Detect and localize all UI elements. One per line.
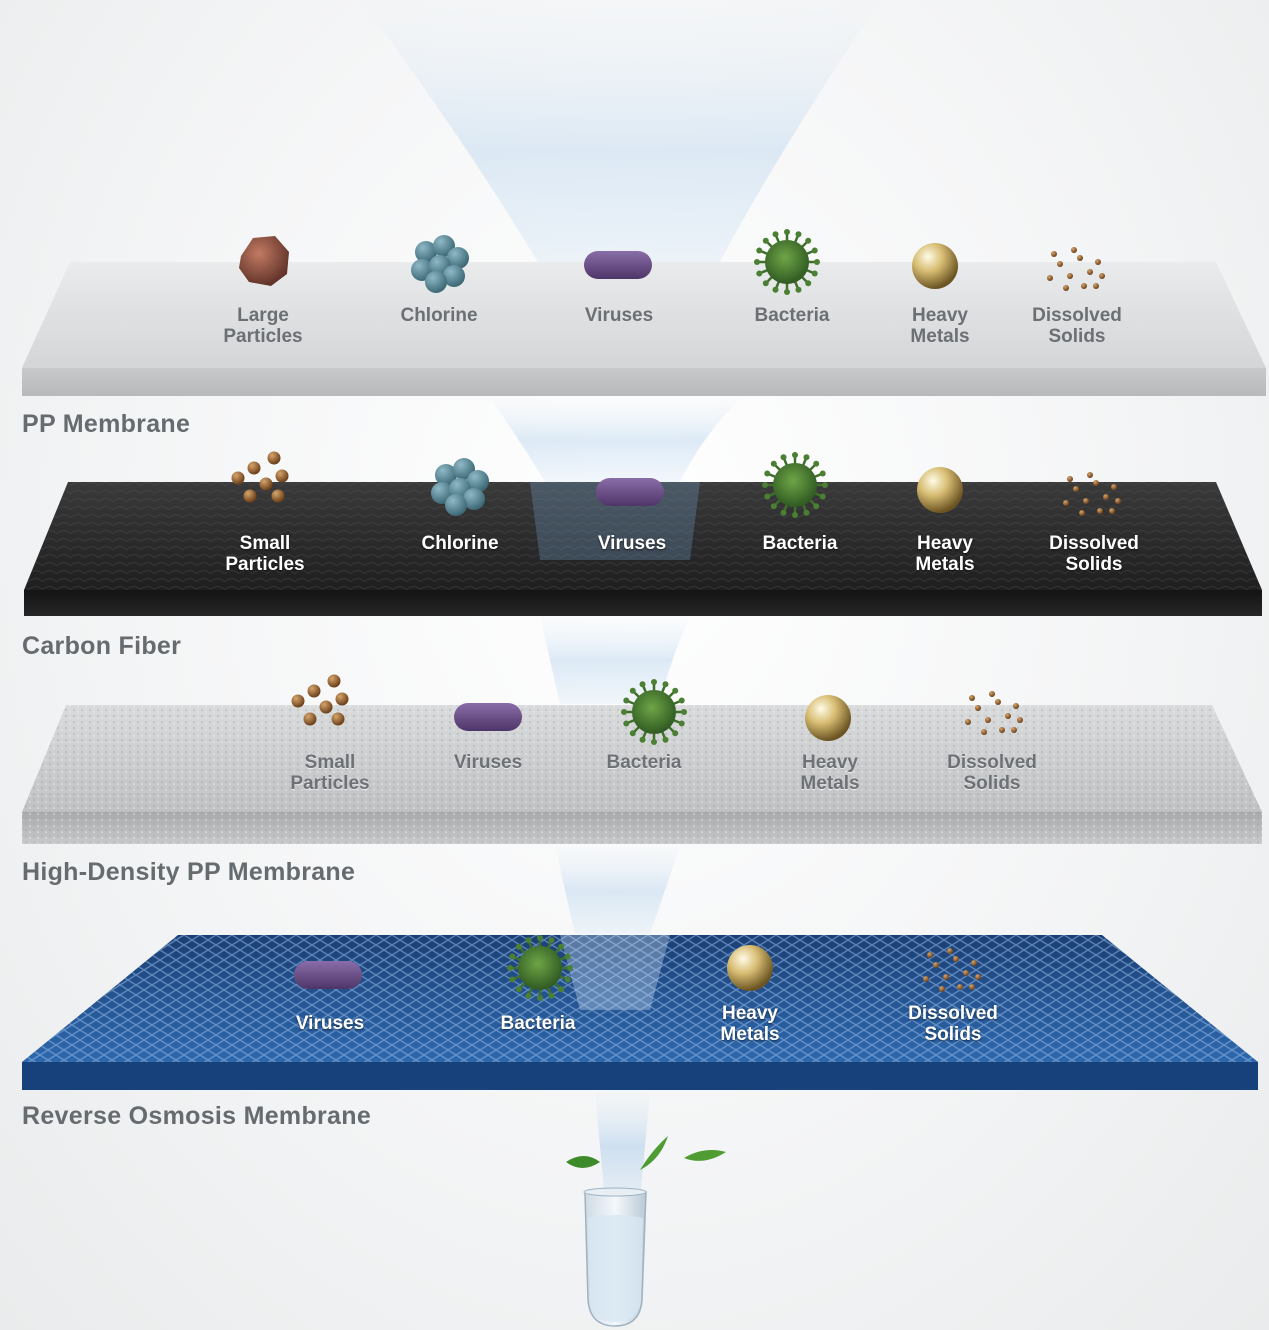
- label-small-particles: Small Particles: [290, 752, 370, 794]
- large-particle-icon: [239, 236, 289, 286]
- chlorine-icon: [411, 235, 469, 293]
- label-dissolved-solids: Dissolved Solids: [908, 1003, 998, 1045]
- label-viruses: Viruses: [584, 305, 654, 326]
- virus-icon: [294, 961, 362, 989]
- heavy-metal-icon: [917, 467, 963, 513]
- water-stream-3: [555, 846, 680, 934]
- label-bacteria: Bacteria: [500, 1013, 576, 1034]
- label-small-particles: Small Particles: [225, 533, 305, 575]
- label-large-particles: Large Particles: [223, 305, 303, 347]
- small-particles-icon: [231, 451, 289, 503]
- label-dissolved-solids: Dissolved Solids: [1049, 533, 1139, 575]
- virus-icon: [454, 703, 522, 731]
- virus-icon: [596, 478, 664, 506]
- heavy-metal-icon: [805, 695, 851, 741]
- bacteria-icon: [621, 679, 687, 745]
- reverse-osmosis-slab: [22, 935, 1258, 1090]
- label-viruses: Viruses: [453, 752, 523, 773]
- dissolved-solids-icon: [965, 691, 1023, 735]
- contaminant-icons: [231, 229, 1121, 1001]
- water-stream-bottom: [595, 1092, 650, 1200]
- small-particles-icon: [291, 674, 349, 726]
- leaves-icon: [566, 1136, 726, 1170]
- label-bacteria: Bacteria: [754, 305, 830, 326]
- label-heavy-metals: Heavy Metals: [800, 752, 860, 794]
- label-viruses: Viruses: [597, 533, 667, 554]
- label-heavy-metals: Heavy Metals: [720, 1003, 780, 1045]
- pp-membrane-slab: [22, 262, 1266, 396]
- water-glass-icon: [583, 1187, 647, 1327]
- label-bacteria: Bacteria: [606, 752, 682, 773]
- dissolved-solids-icon: [923, 948, 981, 992]
- label-bacteria: Bacteria: [762, 533, 838, 554]
- water-stream-2: [540, 616, 690, 704]
- dissolved-solids-icon: [1063, 472, 1121, 516]
- layer-title-reverse-osmosis: Reverse Osmosis Membrane: [22, 1102, 372, 1130]
- layer-title-pp-membrane: PP Membrane: [22, 410, 191, 438]
- layer-title-high-density: High-Density PP Membrane: [22, 858, 356, 886]
- layer-title-carbon-fiber: Carbon Fiber: [22, 632, 182, 660]
- label-dissolved-solids: Dissolved Solids: [1032, 305, 1122, 347]
- chlorine-icon: [431, 458, 489, 516]
- water-stream-1: [490, 398, 740, 482]
- water-stream-top: [360, 0, 880, 300]
- label-heavy-metals: Heavy Metals: [910, 305, 970, 347]
- label-heavy-metals: Heavy Metals: [915, 533, 975, 575]
- dissolved-solids-icon: [1047, 247, 1105, 291]
- label-viruses: Viruses: [295, 1013, 365, 1034]
- label-dissolved-solids: Dissolved Solids: [947, 752, 1037, 794]
- bacteria-icon: [754, 229, 820, 295]
- bacteria-icon: [762, 452, 828, 518]
- virus-icon: [584, 251, 652, 279]
- high-density-slab: [22, 705, 1262, 844]
- label-chlorine: Chlorine: [421, 533, 499, 554]
- label-chlorine: Chlorine: [400, 305, 478, 326]
- heavy-metal-icon: [912, 243, 958, 289]
- heavy-metal-icon: [727, 945, 773, 991]
- bacteria-icon: [507, 935, 573, 1001]
